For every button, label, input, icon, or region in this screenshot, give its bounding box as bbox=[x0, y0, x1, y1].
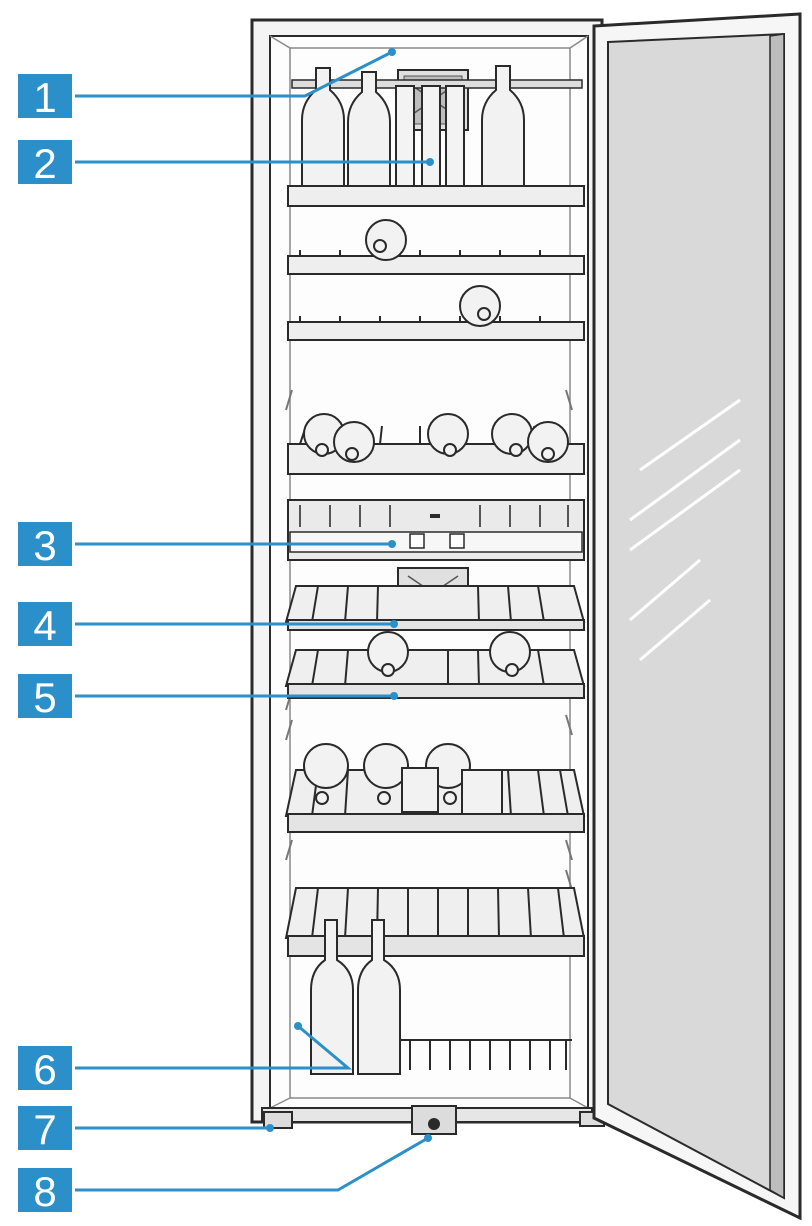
air-divider bbox=[395, 85, 465, 187]
leader-line-1 bbox=[75, 50, 393, 98]
interior-edge-right bbox=[569, 35, 589, 49]
callout-1: 1 bbox=[18, 74, 72, 121]
callout-2-label: 2 bbox=[33, 140, 56, 187]
bottom-standing-bottles bbox=[310, 919, 401, 1075]
shelves bbox=[284, 185, 586, 1070]
bottom-rack bbox=[400, 1039, 572, 1070]
top-standing-bottles bbox=[301, 65, 525, 187]
interior-edge-bottom-left bbox=[269, 1097, 291, 1109]
left-foot bbox=[263, 1111, 293, 1129]
callout-3-label: 3 bbox=[33, 522, 56, 569]
callouts: 1 2 3 4 5 6 7 8 bbox=[18, 74, 72, 1215]
plinth bbox=[261, 1105, 605, 1135]
callout-4: 4 bbox=[18, 602, 72, 649]
glass-reflections bbox=[629, 398, 741, 662]
leader-line-6 bbox=[75, 1024, 353, 1070]
shelf-6 bbox=[284, 649, 586, 699]
callout-7-label: 7 bbox=[33, 1106, 56, 1153]
callout-5-label: 5 bbox=[33, 674, 56, 721]
shelf-8 bbox=[284, 887, 586, 957]
control-panel bbox=[287, 499, 585, 561]
interior-edge-left bbox=[269, 35, 291, 49]
callout-6-label: 6 bbox=[33, 1046, 56, 1093]
lying-bottles bbox=[303, 219, 569, 815]
glass-door bbox=[592, 12, 802, 1221]
shelf-3 bbox=[287, 321, 585, 341]
shelf-2 bbox=[287, 255, 585, 275]
cabinet bbox=[250, 18, 605, 1135]
interior-back-panel bbox=[289, 47, 571, 1099]
callout-8: 8 bbox=[18, 1168, 72, 1215]
shelf-1 bbox=[287, 185, 585, 207]
callout-7: 7 bbox=[18, 1106, 72, 1153]
callout-4-label: 4 bbox=[33, 602, 56, 649]
callout-3: 3 bbox=[18, 522, 72, 569]
callout-1-label: 1 bbox=[33, 74, 56, 121]
leader-lines bbox=[75, 48, 434, 1192]
callout-5: 5 bbox=[18, 674, 72, 721]
leader-line-8 bbox=[75, 1136, 429, 1192]
interior-edge-bottom-right bbox=[569, 1097, 589, 1109]
callout-8-label: 8 bbox=[33, 1168, 56, 1215]
callout-2: 2 bbox=[18, 140, 72, 187]
callout-6: 6 bbox=[18, 1046, 72, 1093]
door-hinge-bracket bbox=[411, 1105, 457, 1135]
